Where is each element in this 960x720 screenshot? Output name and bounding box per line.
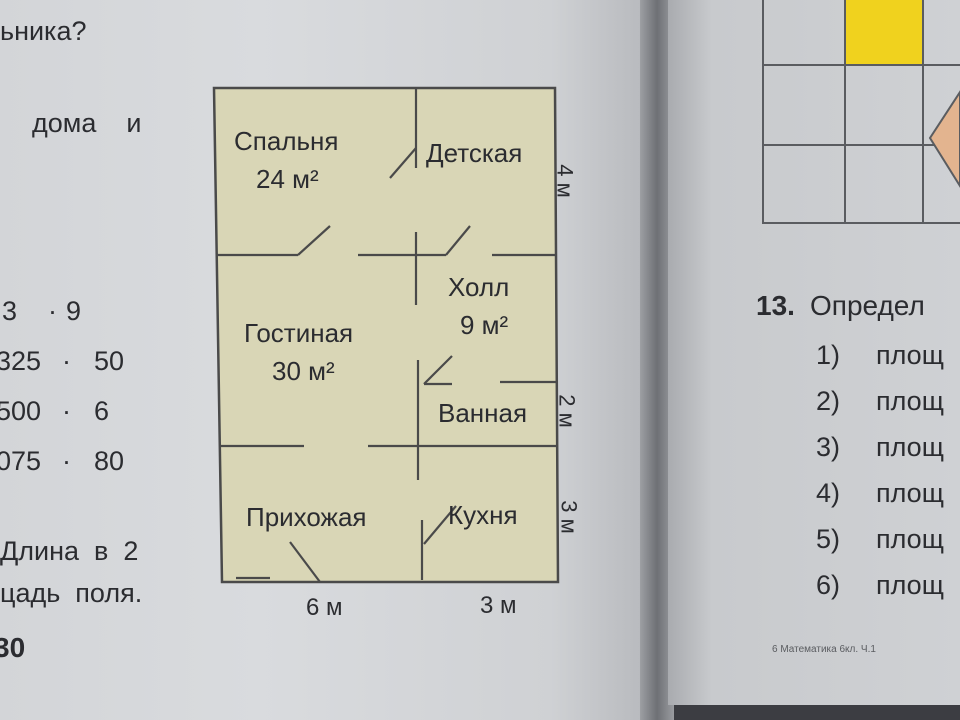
room-hall-name: Холл [448, 272, 510, 302]
dimension-bottom-left: 6 м [306, 594, 343, 621]
page-number: 30 [0, 632, 26, 663]
math-row-b: 50 [94, 346, 125, 376]
question-fragment: ьника? [0, 16, 87, 46]
room-bedroom-name: Спальня [234, 126, 339, 156]
math-row-a: 075 [0, 446, 42, 476]
right-page [668, 0, 960, 705]
page-footer: 6 Математика 6кл. Ч.1 [772, 644, 876, 655]
math-row-a: 500 [0, 396, 42, 426]
task-item-number: 4) [816, 478, 841, 508]
room-living-name: Гостиная [244, 318, 354, 348]
task-item-number: 6) [816, 570, 841, 600]
room-entrance-name: Прихожая [246, 502, 367, 532]
math-row-b: 80 [94, 446, 125, 476]
interior-walls [216, 88, 556, 583]
task-item-text: площ [876, 524, 944, 554]
length-line-fragment: Длина в 2 [0, 536, 139, 566]
task-number: 13. [756, 290, 795, 321]
house-line-fragment: дома и [32, 108, 142, 138]
task-item-number: 5) [816, 524, 841, 554]
room-living-area: 30 м² [272, 356, 335, 386]
room-kids-name: Детская [426, 138, 523, 168]
math-row-op: · [62, 446, 71, 476]
task-item-text: площ [876, 570, 944, 600]
math-row-op: · [62, 346, 71, 376]
field-area-fragment: цадь поля. [0, 578, 143, 608]
math-row-a: 3 [2, 296, 18, 326]
math-row-b: 9 [66, 296, 82, 326]
room-bedroom-area: 24 м² [256, 164, 319, 194]
task-item-text: площ [876, 432, 944, 462]
task-item-number: 2) [816, 386, 841, 416]
math-row-b: 6 [94, 396, 110, 426]
room-hall-area: 9 м² [460, 310, 509, 340]
task-item-number: 3) [816, 432, 841, 462]
dimension-bottom-right: 3 м [480, 592, 517, 619]
math-row-op: · [48, 296, 57, 326]
task-item-number: 1) [816, 340, 841, 370]
room-kitchen-name: Кухня [448, 500, 518, 530]
task-title: Определ [810, 290, 925, 321]
task-item-text: площ [876, 478, 944, 508]
plan-outline [212, 86, 560, 584]
room-bathroom-name: Ванная [438, 398, 528, 428]
task-item-text: площ [876, 386, 944, 416]
math-row-a: 325 [0, 346, 42, 376]
math-row-op: · [62, 396, 71, 426]
task-item-text: площ [876, 340, 944, 370]
